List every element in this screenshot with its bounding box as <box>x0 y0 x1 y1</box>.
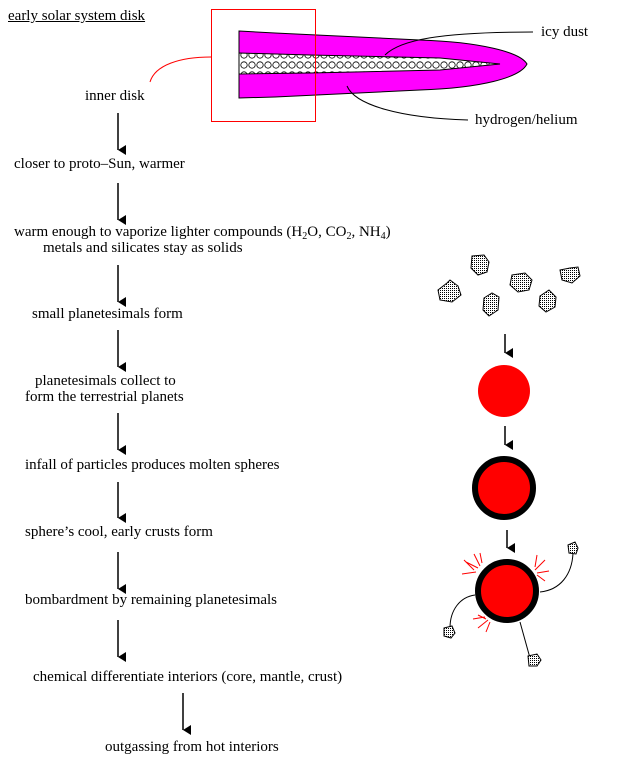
label-icy-dust: icy dust <box>541 24 589 40</box>
step-2-line2: metals and silicates stay as solids <box>43 240 243 256</box>
label-inner-disk: inner disk <box>85 88 145 104</box>
page-title: early solar system disk <box>8 8 146 24</box>
step-5: infall of particles produces molten sphe… <box>25 457 280 473</box>
disk-cross-section <box>149 9 534 122</box>
step-3: small planetesimals form <box>32 306 183 322</box>
flow-arrows <box>117 113 191 735</box>
inner-disk-box <box>211 9 316 122</box>
icy-dust-band <box>238 52 501 75</box>
step-1: closer to proto–Sun, warmer <box>14 156 185 172</box>
text: ) <box>385 224 391 240</box>
subscript: 2 <box>302 231 308 242</box>
step-8: chemical differentiate interiors (core, … <box>33 669 343 685</box>
icy-dust-leader <box>384 31 534 56</box>
impact-splash <box>461 552 550 633</box>
crusted-sphere <box>475 559 539 623</box>
text: warm enough to vaporize lighter compound… <box>14 224 303 240</box>
step-7: bombardment by remaining planetesimals <box>25 592 278 608</box>
step-4-line2: form the terrestrial planets <box>25 389 184 405</box>
inner-disk-leader <box>149 56 212 83</box>
planetesimals <box>437 254 581 317</box>
subscript: 2 <box>346 231 352 242</box>
gas-leader <box>346 85 469 121</box>
subscript: 4 <box>380 231 386 242</box>
molten-sphere <box>472 456 536 520</box>
text: , NH <box>351 224 381 240</box>
bombardment <box>443 541 579 667</box>
step-2-line1: warm enough to vaporize lighter compound… <box>14 224 391 242</box>
text: O, CO <box>307 224 347 240</box>
label-hydrogen-helium: hydrogen/helium <box>475 112 578 128</box>
planetesimal-cluster <box>478 365 530 417</box>
step-4-line1: planetesimals collect to <box>35 373 176 389</box>
step-9: outgassing from hot interiors <box>105 739 279 755</box>
step-6: sphere’s cool, early crusts form <box>25 524 213 540</box>
